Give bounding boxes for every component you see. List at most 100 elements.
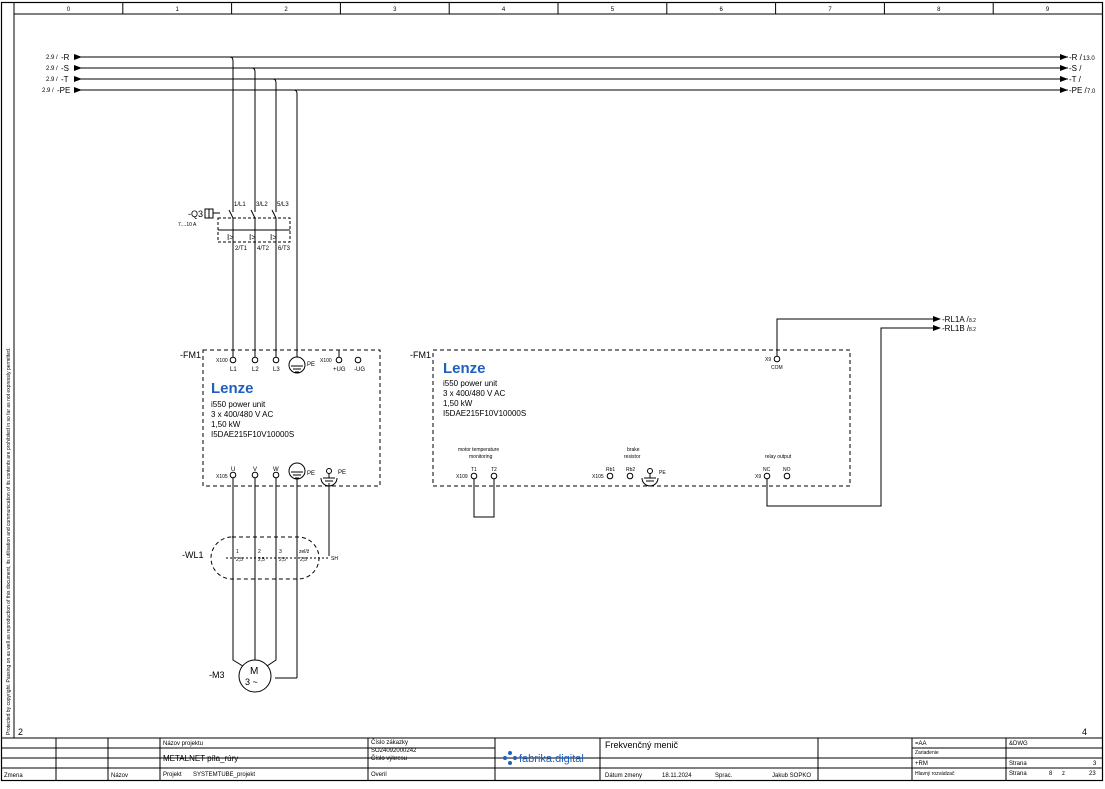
bus-lines [76,56,1068,91]
fm1-control-box: -FM1 Lenze i550 power unit 3 x 400/480 V… [410,349,851,487]
relay-rl1b: -RL1B / [942,324,970,333]
tb-z: z [1062,771,1065,777]
tb-drawing-title: Frekvenčný menič [605,740,679,750]
tb-cislo-zakazky-label: Číslo zákazky [371,739,408,746]
breaker-q3: -Q3 7....10 A 1/L1 3/L2 5/L3 I> I> I [178,202,291,358]
term-rb2: Rb2 [626,467,635,473]
fm1-right-com: COM [771,365,783,371]
bus-right-ref-pe: 7.0 [1087,89,1096,95]
fm1-left-plus-ug: +UG [333,367,346,373]
cable-core-4: zel/ž [299,549,310,555]
tb-projekt: Projekt [163,772,182,778]
fm1-right-line1: i550 power unit [443,379,498,388]
tb-nazov: Názov [111,773,128,779]
cable-core-3-size: 2,5 [279,557,286,563]
term-no: NO [783,467,791,473]
relay-rl1a-ref: 8.2 [969,318,976,324]
tb-bdwg: &DWG [1009,741,1028,747]
term-nc: NC [763,467,771,473]
motor-temp-label-1: motor temperature [458,447,499,453]
lenze-logo-right: Lenze [443,360,486,377]
fm1-left-minus-ug: -UG [354,367,365,373]
fm1-left-line4: I5DAE215F10V10000S [211,430,294,439]
column-number: 8 [937,7,941,13]
right-bus-labels: -R / 13.0 -S / -T / -PE / 7.0 [1069,53,1096,95]
column-number: 6 [720,7,724,13]
fm1-left-pe-top: PE [307,362,315,368]
motor-tag: -M3 [209,670,225,680]
tb-cislo-vykresu-label: Číslo výkresu [371,755,407,762]
cable-core-1-size: 2,5 [236,557,243,563]
fm1-left-x105: X105 [216,474,228,480]
term-x109: X109 [456,474,468,480]
fm1-left-v: V [253,467,257,473]
bus-right-label-pe: -PE / [1069,86,1088,95]
breaker-top-2: 3/L2 [256,202,268,208]
tb-cislo-zakazky: SO24092000242 [371,748,417,754]
tb-project-name: METALNET píla_rúry [163,754,238,763]
motor-symbol: M [250,666,258,677]
tb-total: 23 [1089,771,1096,777]
fm1-power-box: -FM1 X100 L1 L2 L3 PE X100 +UG -UG Lenze… [180,349,381,487]
term-x105: X105 [592,474,604,480]
fm1-left-pe-b1: PE [307,471,315,477]
fm1-left-x100-ug: X100 [320,358,332,364]
fabrika-logo-text: fabrika.digital [519,753,584,765]
fm1-left-l2: L2 [252,367,259,373]
cable-shield: SH [331,556,338,562]
motor-phase: 3 ~ [245,677,258,687]
column-number: 9 [1046,7,1050,13]
column-number: 5 [611,7,615,13]
bus-label-s: -S [61,64,69,73]
brake-label-2: resistor [624,454,641,460]
tb-rm: +RM [915,761,928,767]
cable-core-2-size: 2,5 [258,557,265,563]
column-number: 7 [828,7,832,13]
breaker-top-3: 5/L3 [277,202,289,208]
term-x9: X9 [755,474,761,480]
tb-zariadenie: Zariadenie [915,750,939,756]
motor-m3: M 3 ~ -M3 [209,652,277,693]
title-block: Zmena Názov Názov projektu METALNET píla… [4,739,1097,779]
fm1-left-tag: -FM1 [180,350,201,360]
next-page-number: 4 [1082,727,1087,737]
bus-right-ref-r: 13.0 [1083,56,1095,62]
motor-wires [232,478,330,679]
bus-ref-t: 2.9 / [46,77,58,83]
fm1-left-l1: L1 [230,367,237,373]
fm1-left-u: U [231,467,235,473]
bus-ref-s: 2.9 / [46,66,58,72]
drop-wires [229,56,298,358]
lenze-logo-left: Lenze [211,380,254,397]
copyright-note: Protected by copyright. Passing on as we… [6,348,12,735]
tb-sprac-label: Sprac. [715,773,733,779]
cable-tag: -WL1 [182,550,204,560]
bus-ref-r: 2.9 / [46,55,58,61]
fm1-left-x100: X100 [216,358,228,364]
cable-core-1: 1 [236,549,239,555]
breaker-trip-3: I> [270,233,277,242]
fabrika-logo-icon [503,751,517,765]
bus-ref-pe: 2.9 / [42,88,54,94]
fm1-right-line3: 1,50 kW [443,399,473,408]
title-block-grid [2,737,1102,780]
breaker-top-1: 1/L1 [234,202,246,208]
fm1-left-w: W [273,467,279,473]
column-number: 0 [67,7,71,13]
tb-nazov-projektu-label: Názov projektu [163,741,203,747]
fm1-right-x9-top: X9 [765,357,771,363]
bus-arrows [74,54,1068,93]
tb-page: 8 [1049,771,1053,777]
cable-core-2: 2 [258,549,261,555]
bus-right-label-r: -R / [1069,53,1083,62]
cable-core-3: 3 [279,549,282,555]
relay-rl1a: -RL1A / [942,315,969,324]
term-t2: T2 [491,467,497,473]
bus-label-pe: -PE [57,86,70,95]
tb-author: Jakub SOPKO [772,773,811,779]
bus-right-label-s: -S / [1069,64,1082,73]
column-number: 3 [393,7,397,13]
cable-core-4-size: 2,5 [300,557,307,563]
tb-hlavny: Hlavný rozvádzač [915,771,955,777]
fm1-left-line3: 1,50 kW [211,420,241,429]
